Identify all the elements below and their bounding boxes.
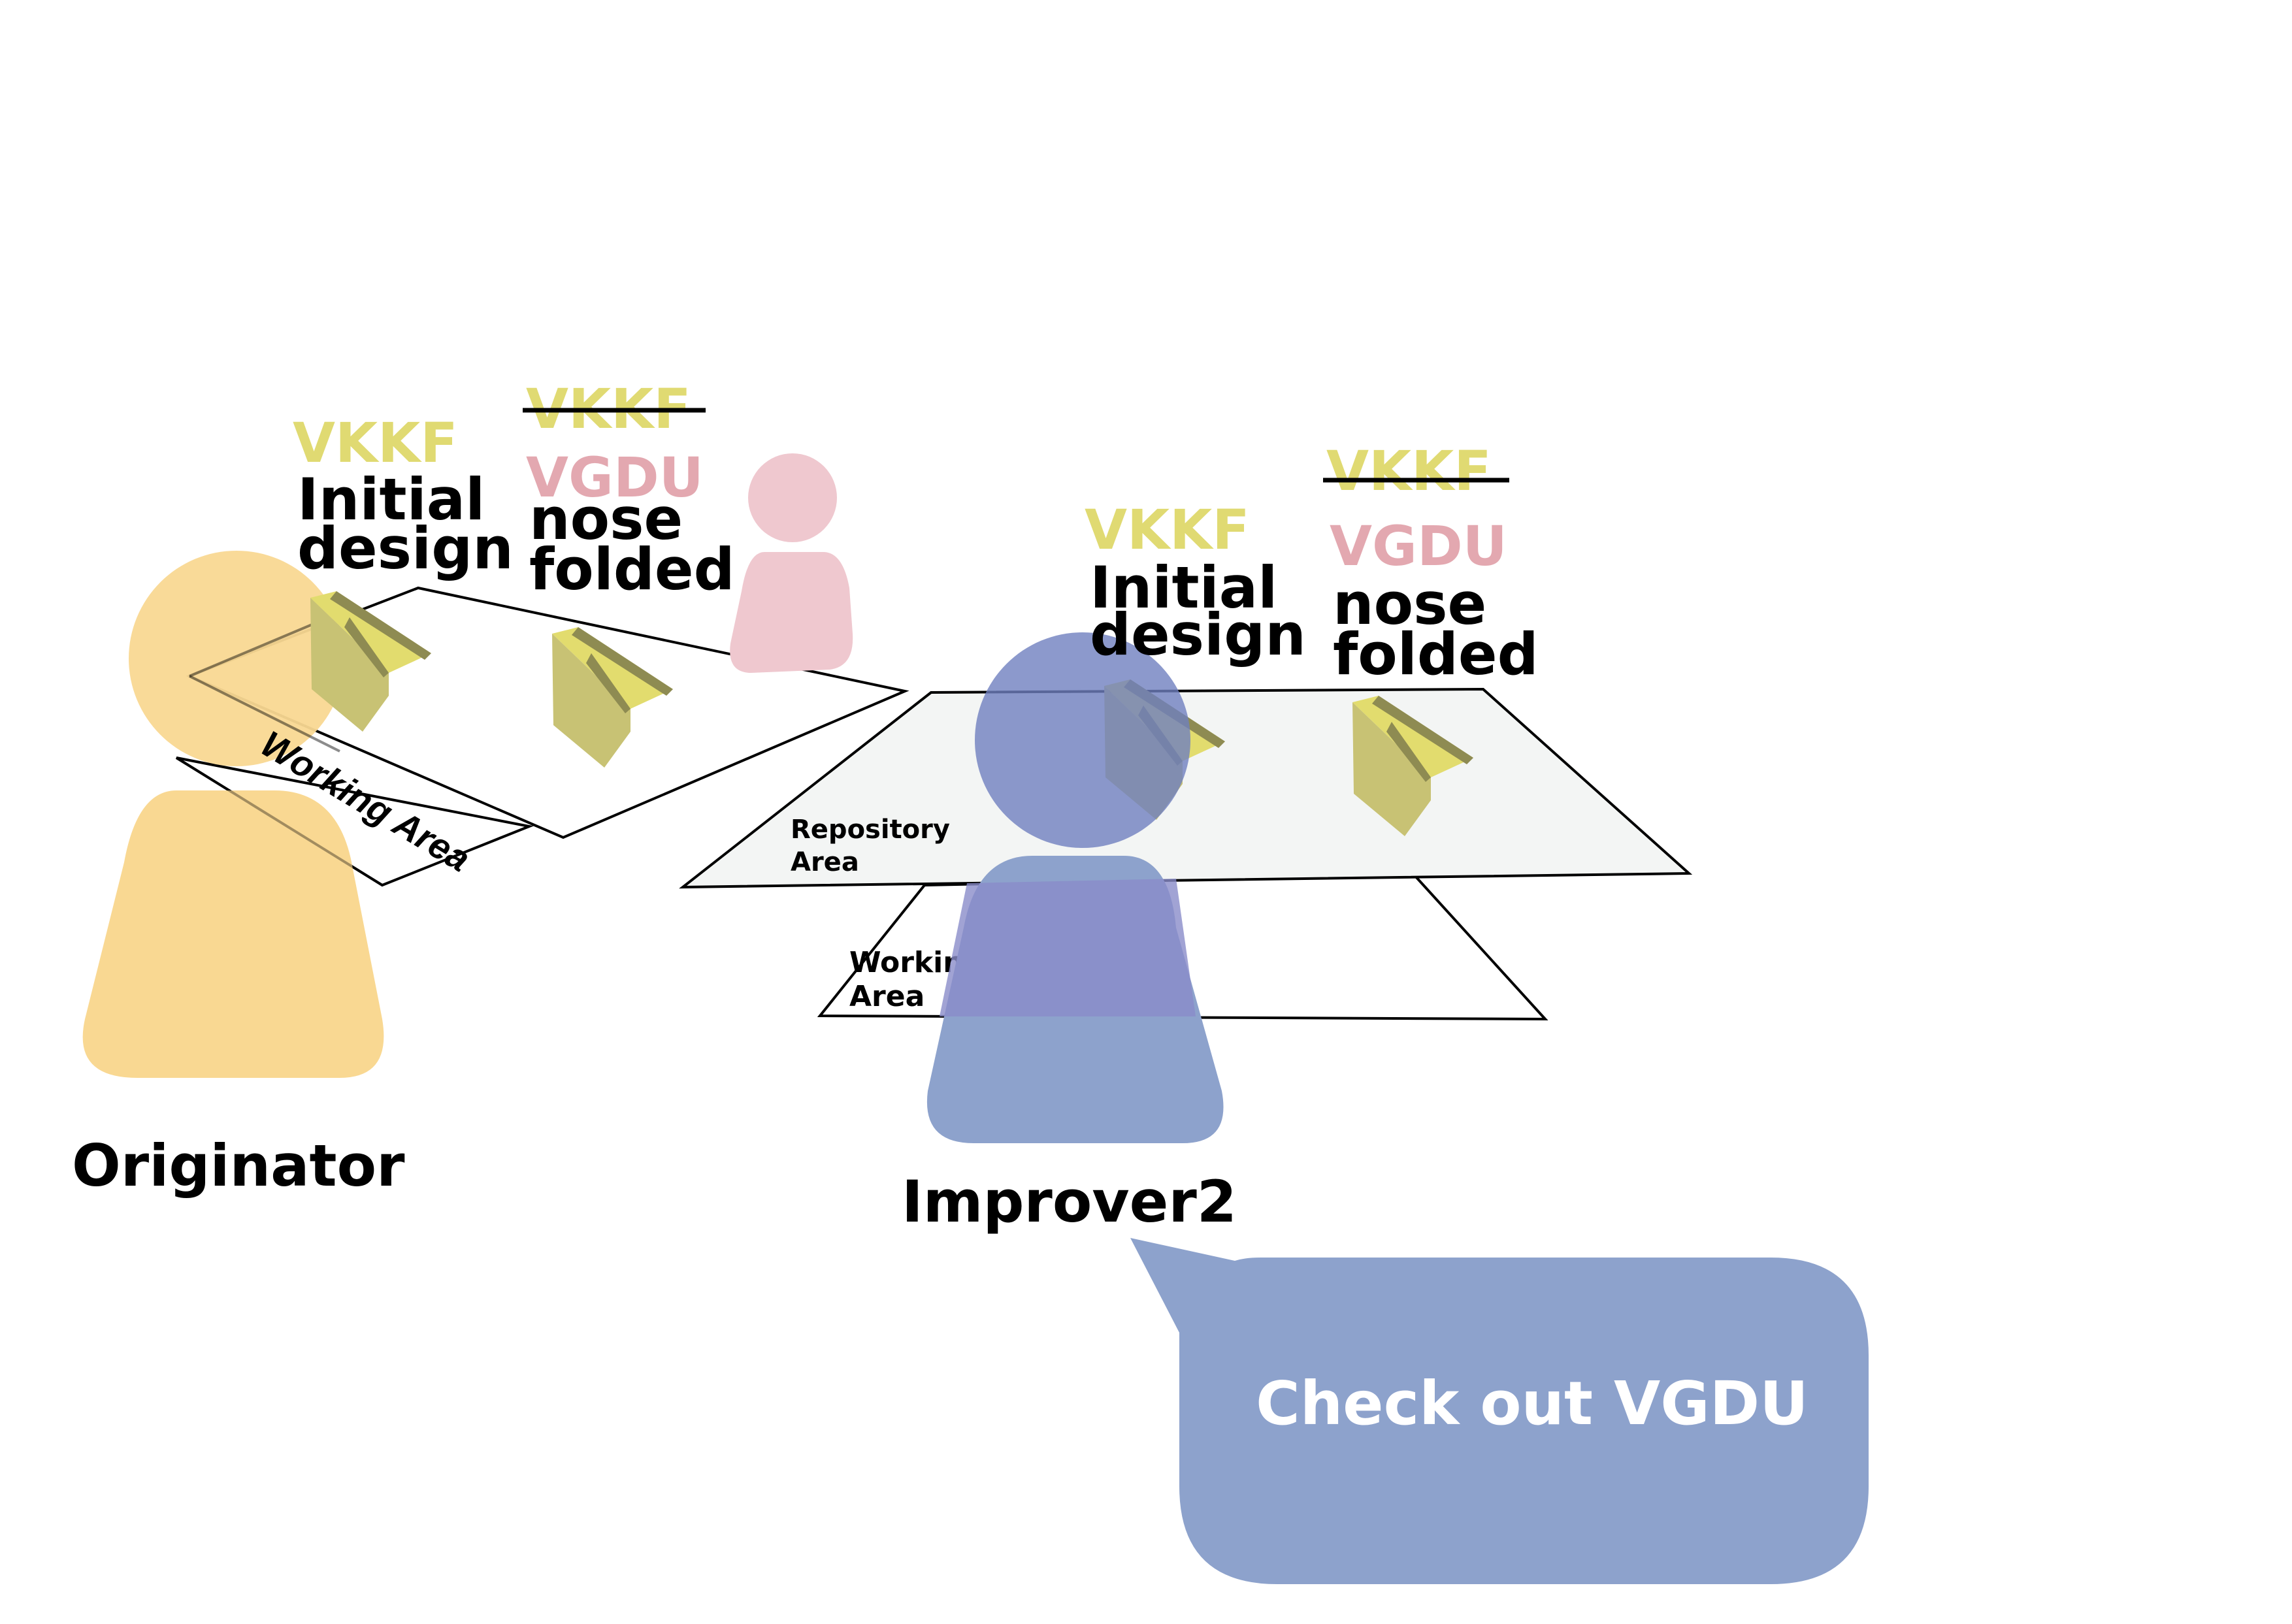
left-floor-edge-overlay — [175, 756, 384, 886]
originator-head — [129, 551, 344, 766]
originator-label: Originator — [72, 1132, 405, 1199]
paper-plane-icon — [552, 627, 673, 768]
left-sheet-edge-overlay — [189, 623, 314, 677]
right-rev2-old-id: VKKF — [1326, 439, 1492, 503]
right-working-area-label-line2: Area — [849, 980, 925, 1013]
left-rev2-desc-line1: nose — [529, 485, 683, 553]
left-sheet-edge-overlay — [189, 675, 340, 753]
speech-bubble — [1130, 1238, 1869, 1584]
left-rev2-id: VGDU — [526, 446, 704, 510]
repository-area-label-line2: Area — [791, 847, 859, 877]
left-rev1-desc-line2: design — [297, 515, 514, 582]
right-rev1-desc-line2: design — [1090, 601, 1306, 668]
right-rev2-desc-line2: folded — [1333, 621, 1539, 688]
right-rev1-id: VKKF — [1085, 498, 1250, 562]
improver2-body-overlay — [940, 879, 1196, 1016]
repository-area-label-line1: Repository — [791, 815, 950, 845]
left-rev2-desc-line2: folded — [529, 536, 735, 603]
improver2-head — [975, 632, 1190, 848]
third-person-head — [748, 453, 837, 542]
right-rev2-desc-line1: nose — [1333, 570, 1486, 638]
right-rev1-desc-line1: Initial — [1090, 554, 1277, 621]
improver2-label: Improver2 — [902, 1168, 1237, 1235]
third-person-body — [730, 552, 853, 673]
speech-bubble-text: Check out VGDU — [1256, 1369, 1809, 1438]
left-rev1-id: VKKF — [293, 411, 458, 475]
right-rev2-id: VGDU — [1330, 514, 1507, 578]
left-rev1-desc-line1: Initial — [297, 466, 485, 533]
originator-body — [82, 790, 384, 1078]
